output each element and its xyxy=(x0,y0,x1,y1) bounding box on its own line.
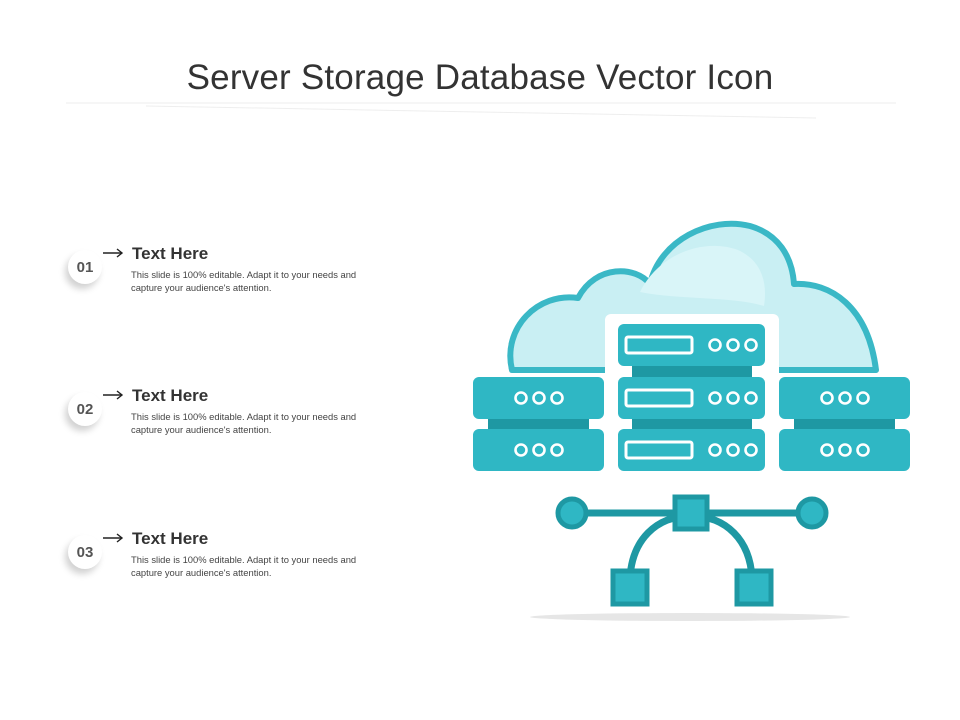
item-body: This slide is 100% editable. Adapt it to… xyxy=(131,554,357,578)
right-arrow-icon xyxy=(103,533,124,543)
item-body: This slide is 100% editable. Adapt it to… xyxy=(131,269,357,293)
server-storage-illustration xyxy=(473,220,910,621)
right-arrow-icon xyxy=(103,390,124,400)
network-topology-icon xyxy=(555,494,829,607)
list-item-1: 01 Text Here This slide is 100% editable… xyxy=(60,244,380,320)
title-divider xyxy=(66,102,896,119)
server-stack-right-icon xyxy=(779,377,910,471)
slide-title: Server Storage Database Vector Icon xyxy=(186,58,774,97)
list-item-2: 02 Text Here This slide is 100% editable… xyxy=(60,386,380,462)
item-heading: Text Here xyxy=(132,529,209,548)
ground-shadow xyxy=(530,613,850,621)
number-badge: 03 xyxy=(68,535,102,569)
server-stack-left-icon xyxy=(473,377,604,471)
item-heading: Text Here xyxy=(132,386,209,405)
item-body: This slide is 100% editable. Adapt it to… xyxy=(131,411,357,435)
right-arrow-icon xyxy=(103,248,124,258)
number-badge: 01 xyxy=(68,250,102,284)
server-rack-icon xyxy=(605,314,779,480)
number-badge: 02 xyxy=(68,392,102,426)
cloud-icon xyxy=(507,220,879,373)
item-heading: Text Here xyxy=(132,244,209,263)
list-item-3: 03 Text Here This slide is 100% editable… xyxy=(60,529,380,605)
